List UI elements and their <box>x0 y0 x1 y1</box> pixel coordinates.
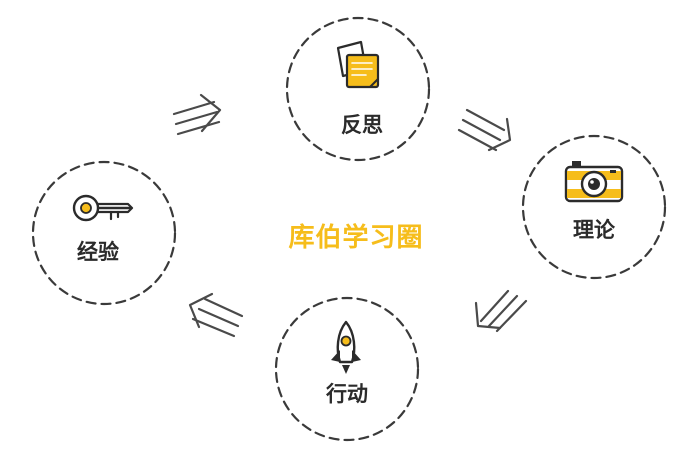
cycle-title: 库伯学习圈 <box>288 222 423 253</box>
arrow-theory-to-action <box>474 289 528 333</box>
node-reflection-ring <box>285 16 431 162</box>
node-action-label: 行动 <box>325 382 368 406</box>
node-theory-ring <box>521 134 667 280</box>
arrow-action-to-experience <box>188 292 244 338</box>
arrow-reflection-to-theory <box>457 108 512 152</box>
node-experience-ring <box>31 160 177 306</box>
node-reflection-label: 反思 <box>341 113 383 137</box>
node-reflection: 反思 <box>285 16 431 162</box>
arrow-experience-to-reflection <box>172 93 222 136</box>
node-action-ring <box>274 296 420 442</box>
node-experience-label: 经验 <box>77 240 119 264</box>
notepad-icon <box>336 40 380 89</box>
camera-icon <box>564 161 624 203</box>
node-action: 行动 <box>274 296 420 442</box>
key-icon <box>72 194 134 222</box>
node-theory: 理论 <box>521 134 667 280</box>
node-theory-label: 理论 <box>573 218 616 242</box>
node-experience: 经验 <box>31 160 177 306</box>
rocket-icon <box>331 320 361 374</box>
